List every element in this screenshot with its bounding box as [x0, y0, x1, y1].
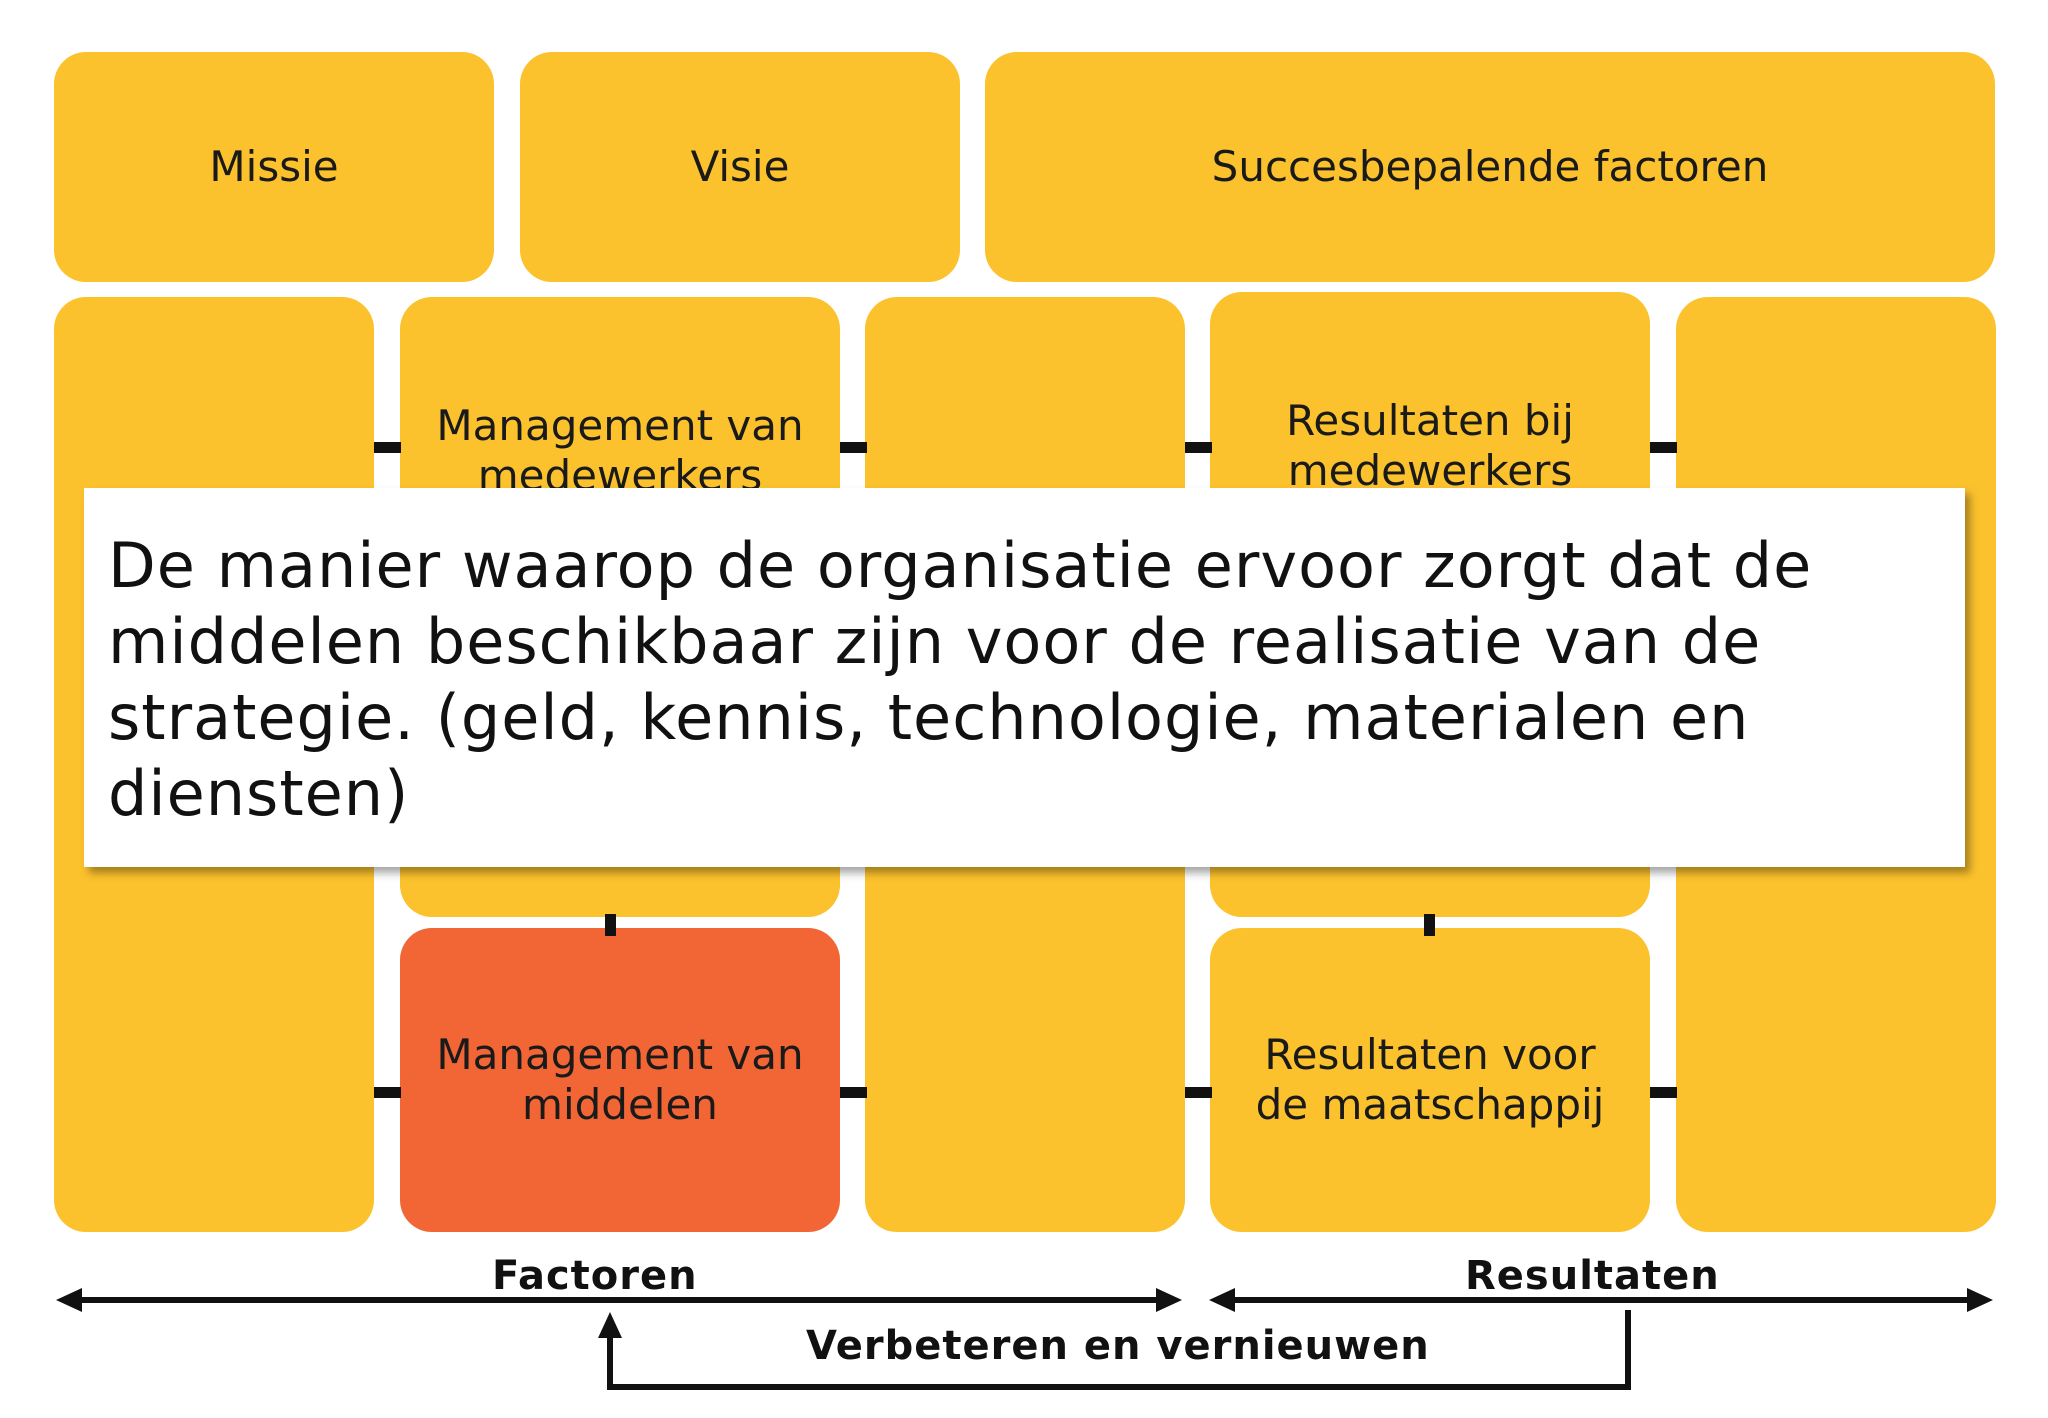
- connector-tick: [374, 442, 401, 453]
- explanation-text: De manier waarop de organisatie ervoor z…: [108, 529, 1813, 830]
- connector-tick: [1424, 914, 1435, 936]
- connector-tick: [605, 914, 616, 936]
- resultaten-medewerkers-line-2: medewerkers: [1287, 446, 1573, 495]
- resultaten-medewerkers-line-1: Resultaten bij: [1286, 396, 1574, 445]
- management-middelen-box[interactable]: Management van middelen: [400, 928, 840, 1232]
- visie-label: Visie: [690, 142, 790, 191]
- connector-tick: [1185, 1087, 1212, 1098]
- connector-tick: [374, 1087, 401, 1098]
- connector-tick: [1650, 442, 1677, 453]
- factoren-arrow-left-head: [56, 1288, 82, 1312]
- resultaten-maatschappij-line-2: de maatschappij: [1255, 1080, 1605, 1129]
- feedback-loop-arrow-head: [598, 1312, 622, 1338]
- resultaten-maatschappij-line-1: Resultaten voor: [1264, 1030, 1596, 1079]
- visie-box[interactable]: Visie: [520, 52, 960, 282]
- management-medewerkers-line-1: Management van: [436, 401, 804, 450]
- feedback-label: Verbeteren en vernieuwen: [806, 1323, 1430, 1369]
- succesbepalende-factoren-label: Succesbepalende factoren: [1211, 142, 1769, 191]
- connector-tick: [840, 442, 867, 453]
- management-middelen-line-2: middelen: [522, 1080, 718, 1129]
- connector-tick: [1650, 1087, 1677, 1098]
- resultaten-label: Resultaten: [1465, 1253, 1720, 1299]
- resultaten-arrow-right-head: [1967, 1288, 1993, 1312]
- connector-tick: [1185, 442, 1212, 453]
- factoren-arrow-right-head: [1156, 1288, 1182, 1312]
- missie-box[interactable]: Missie: [54, 52, 494, 282]
- factoren-label: Factoren: [492, 1253, 698, 1299]
- succesbepalende-factoren-box[interactable]: Succesbepalende factoren: [985, 52, 1995, 282]
- management-middelen-line-1: Management van: [436, 1030, 804, 1079]
- connector-tick: [840, 1087, 867, 1098]
- resultaten-arrow-left-head: [1209, 1288, 1235, 1312]
- feedback-loop-line: [607, 1310, 1631, 1390]
- missie-label: Missie: [209, 142, 339, 191]
- explanation-overlay: De manier waarop de organisatie ervoor z…: [84, 488, 1965, 867]
- resultaten-maatschappij-box[interactable]: Resultaten voor de maatschappij: [1210, 928, 1650, 1232]
